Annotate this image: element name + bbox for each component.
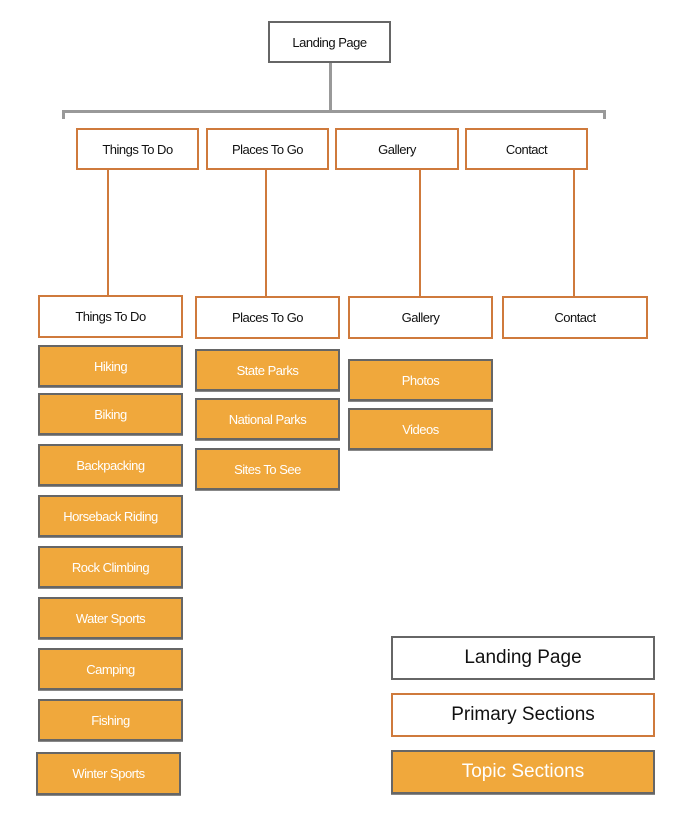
- topic-node: Backpacking: [38, 444, 183, 486]
- nav-label: Things To Do: [102, 141, 173, 157]
- connector-tick-1: [62, 110, 65, 119]
- section-header-places-to-go: Places To Go: [195, 296, 340, 339]
- topic-label: Backpacking: [76, 457, 145, 473]
- section-label: Places To Go: [231, 310, 304, 325]
- topic-node: Winter Sports: [36, 752, 181, 795]
- topic-label: Hiking: [93, 358, 128, 374]
- nav-node-contact: Contact: [465, 128, 588, 170]
- landing-page-node: Landing Page: [268, 21, 391, 63]
- section-header-gallery: Gallery: [348, 296, 493, 339]
- topic-label: Fishing: [91, 712, 130, 728]
- topic-label: Winter Sports: [72, 766, 145, 781]
- topic-label: Sites To See: [234, 461, 301, 477]
- topic-label: Horseback Riding: [63, 508, 158, 524]
- topic-node: Fishing: [38, 699, 183, 741]
- topic-node: Camping: [38, 648, 183, 690]
- legend-topic-sections: Topic Sections: [391, 750, 655, 794]
- nav-label: Places To Go: [231, 141, 304, 157]
- topic-label: Photos: [401, 372, 440, 388]
- legend-label: Landing Page: [464, 647, 582, 668]
- legend-label: Topic Sections: [461, 761, 585, 782]
- topic-node: Water Sports: [38, 597, 183, 639]
- section-header-contact: Contact: [502, 296, 648, 339]
- topic-node: National Parks: [195, 398, 340, 440]
- section-label: Gallery: [401, 310, 440, 325]
- section-label: Contact: [554, 310, 596, 325]
- nav-node-things-to-do: Things To Do: [76, 128, 199, 170]
- legend-landing-page: Landing Page: [391, 636, 655, 680]
- nav-node-places-to-go: Places To Go: [206, 128, 329, 170]
- connector-places-to-go: [265, 169, 267, 296]
- topic-node: Sites To See: [195, 448, 340, 490]
- landing-page-label: Landing Page: [292, 34, 367, 50]
- section-label: Things To Do: [75, 309, 146, 324]
- nav-label: Gallery: [378, 141, 416, 157]
- legend-label: Primary Sections: [451, 704, 595, 725]
- topic-label: Biking: [94, 406, 127, 422]
- topic-label: Camping: [86, 661, 135, 677]
- topic-node: Biking: [38, 393, 183, 435]
- topic-label: State Parks: [236, 362, 299, 378]
- connector-tick-2: [603, 110, 606, 119]
- section-header-things-to-do: Things To Do: [38, 295, 183, 338]
- connector-contact: [573, 169, 575, 296]
- topic-node: Horseback Riding: [38, 495, 183, 537]
- topic-node: Rock Climbing: [38, 546, 183, 588]
- topic-label: Rock Climbing: [71, 559, 150, 575]
- connector-landing-down: [329, 62, 332, 112]
- connector-horizontal-bar: [62, 110, 606, 113]
- topic-node: Hiking: [38, 345, 183, 387]
- topic-node: Photos: [348, 359, 493, 401]
- topic-label: National Parks: [228, 411, 307, 427]
- topic-label: Water Sports: [75, 610, 146, 626]
- connector-gallery: [419, 169, 421, 296]
- topic-label: Videos: [402, 421, 439, 437]
- topic-node: Videos: [348, 408, 493, 450]
- connector-things-to-do: [107, 169, 109, 297]
- nav-label: Contact: [505, 141, 548, 157]
- legend-primary-sections: Primary Sections: [391, 693, 655, 737]
- topic-node: State Parks: [195, 349, 340, 391]
- nav-node-gallery: Gallery: [335, 128, 459, 170]
